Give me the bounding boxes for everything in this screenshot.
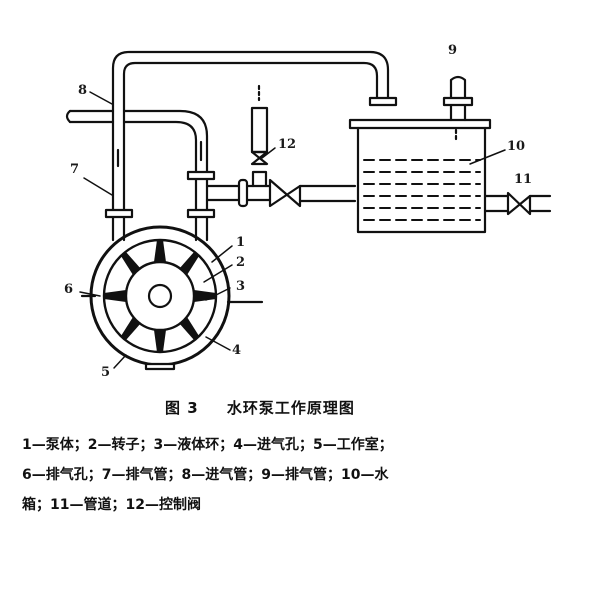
legend-line-3: 箱；11—管道；12—控制阀 [22, 497, 201, 513]
schematic-drawing [65, 50, 552, 371]
part-label-7: 7 [70, 162, 80, 177]
part-label-10: 10 [507, 139, 526, 154]
pipeline-11 [483, 191, 552, 216]
part-label-9: 9 [448, 43, 458, 58]
legend-line-1: 1—泵体；2—转子；3—液体环；4—进气孔；5—工作室； [22, 437, 393, 453]
part-label-8: 8 [78, 83, 88, 98]
branch-pipe [205, 84, 357, 208]
caption-title: 水环泵工作原理图 [226, 399, 355, 417]
water-tank-10 [348, 75, 492, 234]
pump-body-1 [80, 225, 264, 371]
part-label-4: 4 [232, 343, 242, 358]
water-ring-pump-diagram: 8 7 12 9 10 11 1 2 3 4 5 6 [64, 43, 552, 380]
part-label-5: 5 [101, 365, 111, 380]
legend-line-2: 6—排气孔；7—排气管；8—进气管；9—排气管；10—水 [22, 467, 389, 483]
part-label-2: 2 [236, 255, 246, 270]
part-label-1: 1 [236, 235, 246, 250]
part-label-3: 3 [236, 279, 246, 294]
part-label-6: 6 [64, 282, 74, 297]
figure-legend: 1—泵体；2—转子；3—液体环；4—进气孔；5—工作室； 6—排气孔；7—排气管… [22, 430, 582, 520]
figure-caption: 图 3 水环泵工作原理图 [165, 397, 355, 418]
caption-number: 图 3 [165, 399, 199, 417]
exhaust-pipe-7 [104, 50, 398, 242]
part-label-12: 12 [278, 137, 297, 152]
intake-pipe-8 [65, 109, 216, 242]
part-label-11: 11 [514, 172, 533, 187]
leader-lines [79, 91, 506, 369]
